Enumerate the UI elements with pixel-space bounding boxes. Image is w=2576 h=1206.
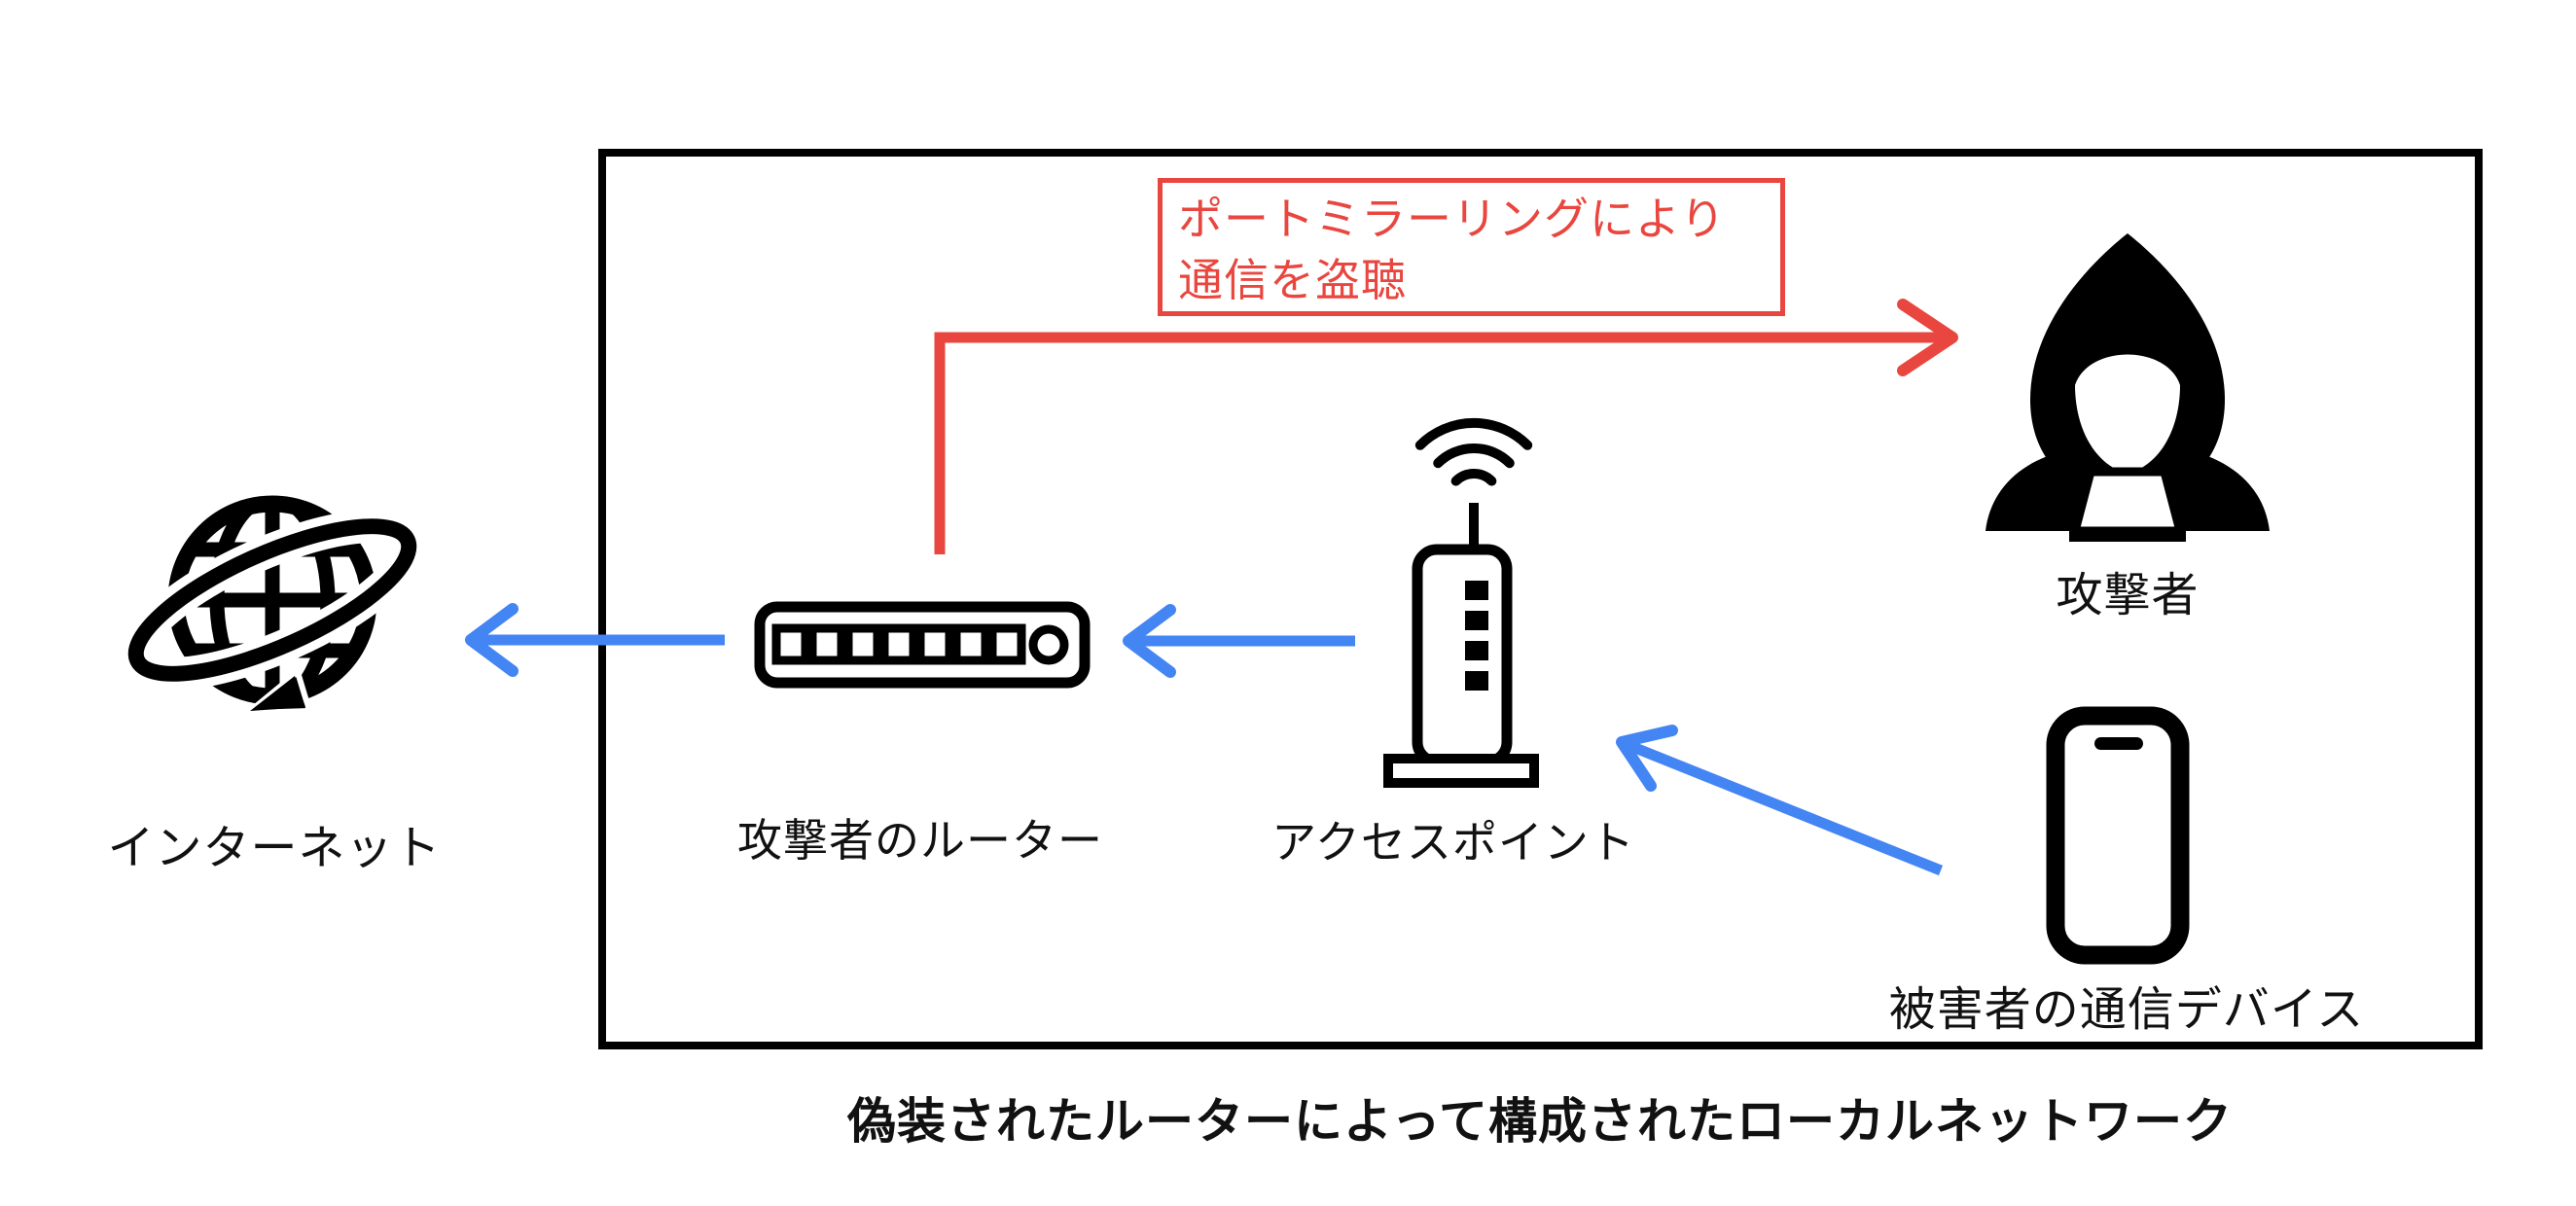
local-network-box	[598, 149, 2483, 1049]
attacker-label: 攻撃者	[2056, 570, 2200, 621]
red-arrow-port-mirroring	[934, 299, 1958, 554]
annotation-line-2: 通信を盗聴	[1178, 255, 1407, 305]
hacker-hood-icon	[1986, 233, 2270, 542]
local-network-caption: 偽装されたルーターによって構成されたローカルネットワーク	[847, 1094, 2233, 1149]
victim-device-label: 被害者の通信デバイス	[1888, 984, 2365, 1036]
blue-arrow-device-to-ap	[1616, 725, 1944, 876]
port-mirroring-annotation: ポートミラーリングにより 通信を盗聴	[1158, 178, 1785, 316]
blue-arrow-ap-to-router	[1123, 604, 1355, 678]
access-point-label: アクセスポイント	[1271, 817, 1635, 868]
access-point-icon	[1383, 417, 1539, 788]
smartphone-icon	[2046, 706, 2190, 965]
router-icon	[754, 601, 1091, 689]
globe-orbit-icon	[125, 495, 426, 717]
internet-label: インターネット	[107, 823, 442, 874]
blue-arrow-router-to-internet	[465, 603, 725, 677]
attacker-router-label: 攻撃者のルーター	[737, 815, 1103, 866]
annotation-line-1: ポートミラーリングにより	[1178, 194, 1727, 244]
